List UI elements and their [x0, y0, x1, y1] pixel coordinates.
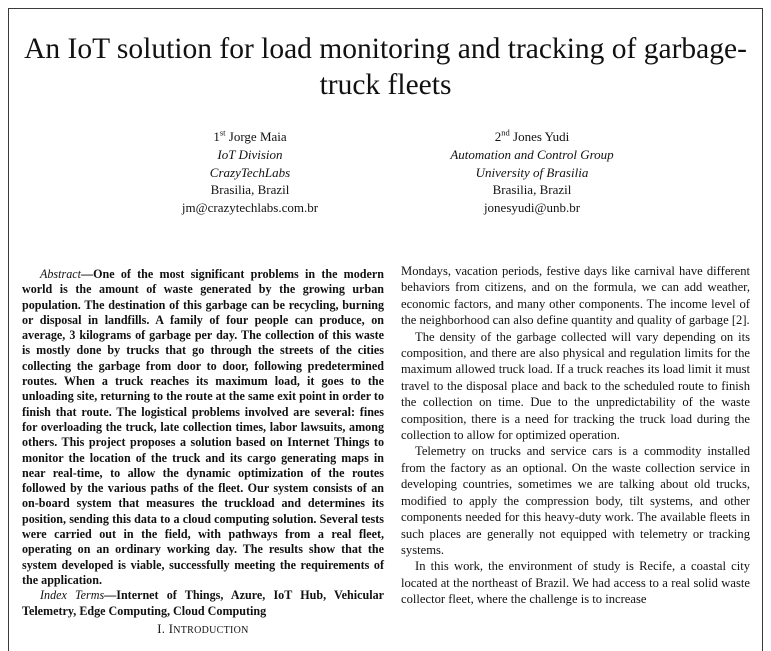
author-ordinal-suffix: st — [219, 127, 226, 138]
author-email[interactable]: jm@crazytechlabs.com.br — [181, 200, 319, 216]
body-paragraph: The density of the garbage collected wil… — [401, 329, 750, 443]
index-terms-label: Index Terms — [40, 588, 105, 603]
author-ordinal: 2 — [494, 129, 502, 144]
author-location: Brasilia, Brazil — [210, 182, 290, 198]
abstract-label: Abstract — [40, 267, 81, 281]
index-terms: Index Terms—Internet of Things, Azure, I… — [22, 588, 384, 619]
right-column: Mondays, vacation periods, festive days … — [401, 263, 750, 608]
section-number: I. — [157, 622, 166, 636]
author-location: Brasilia, Brazil — [492, 182, 572, 198]
index-terms-text: Internet of Things, Azure, IoT Hub, Vehi… — [22, 588, 384, 618]
author-ordinal: 1 — [213, 129, 220, 144]
author-division: IoT Division — [217, 146, 283, 162]
author-name-line: 2nd Jones Yudi — [402, 128, 662, 146]
section-heading: I. INTRODUCTION — [22, 622, 384, 637]
paper-title: An IoT solution for load monitoring and … — [24, 33, 747, 101]
author-ordinal-suffix: nd — [501, 127, 510, 138]
author-organization: University of Brasilia — [475, 164, 589, 180]
author-block-2: 2nd Jones Yudi Automation and Control Gr… — [402, 128, 662, 217]
abstract: Abstract—One of the most significant pro… — [22, 267, 384, 588]
body-paragraph: Telemetry on trucks and service cars is … — [401, 444, 750, 557]
author-division: Automation and Control Group — [450, 146, 614, 162]
index-terms-dash: — — [104, 588, 117, 603]
author-block-1: 1st Jorge Maia IoT Division CrazyTechLab… — [120, 128, 380, 217]
author-organization: CrazyTechLabs — [209, 164, 291, 180]
section-title-first-letter: I — [168, 622, 174, 636]
abstract-text: One of the most significant problems in … — [22, 267, 384, 587]
section-title-rest: NTRODUCTION — [173, 625, 249, 636]
author-name: Jones Yudi — [513, 129, 570, 144]
author-email[interactable]: jonesyudi@unb.br — [483, 200, 581, 216]
page-border — [8, 8, 763, 651]
abstract-dash: — — [80, 267, 94, 281]
body-paragraph: In this work, the environment of study i… — [401, 559, 750, 607]
body-paragraph: Mondays, vacation periods, festive days … — [401, 264, 750, 328]
author-name: Jorge Maia — [228, 129, 287, 144]
left-column: Abstract—One of the most significant pro… — [22, 267, 384, 619]
author-name-line: 1st Jorge Maia — [120, 128, 380, 146]
